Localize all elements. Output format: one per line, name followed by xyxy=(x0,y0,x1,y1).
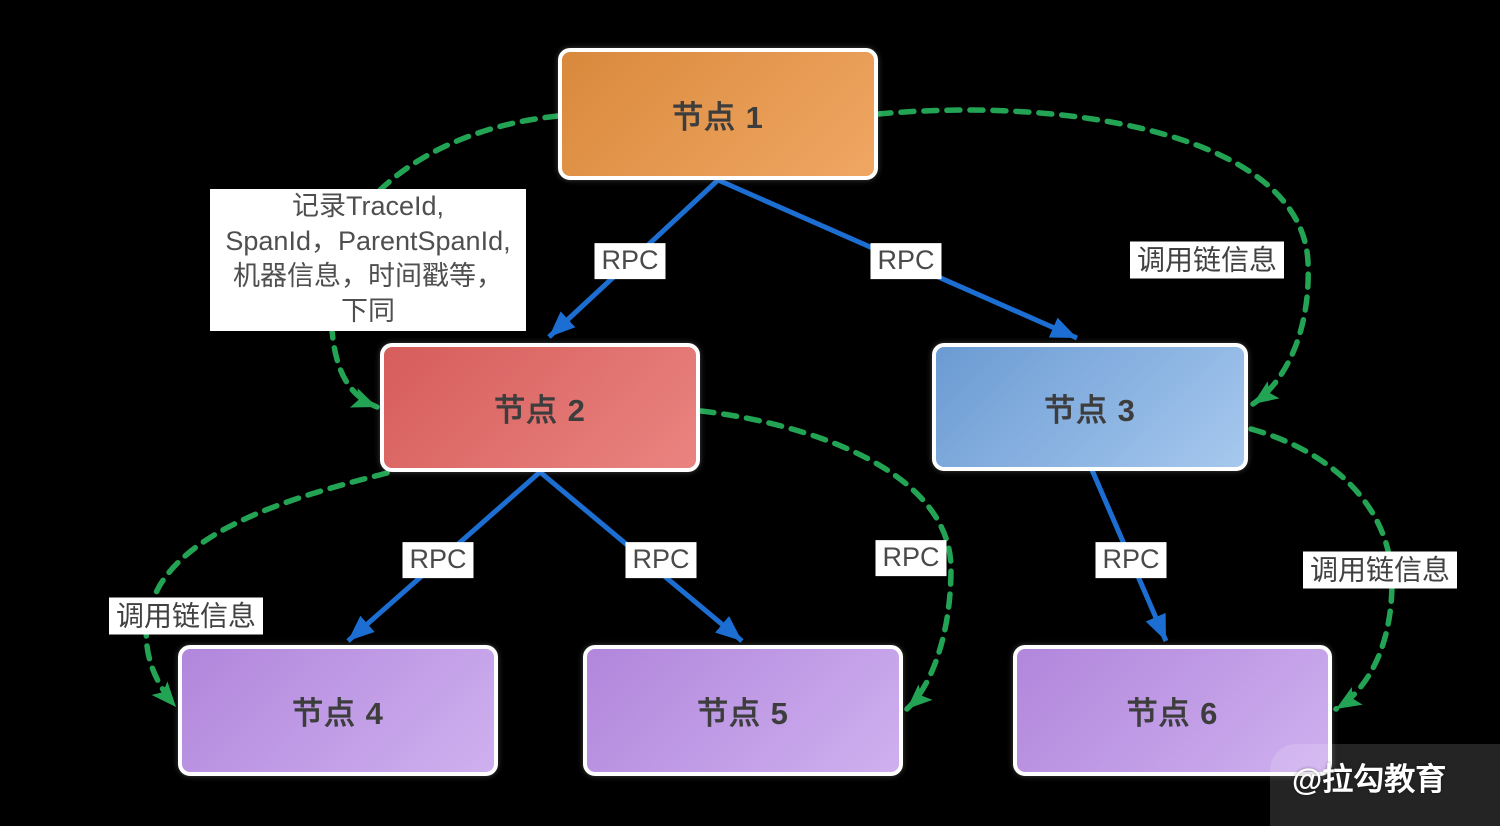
rpc-label-chain-node2-node5: RPC xyxy=(875,540,947,576)
rpc-label-node2-node4: RPC xyxy=(402,542,474,578)
rpc-label-node3-node6: RPC xyxy=(1095,542,1167,578)
note-line-3: 机器信息，时间戳等， xyxy=(233,261,503,291)
chain-label-bottom-right: 调用链信息 xyxy=(1302,551,1458,589)
rpc-label-node1-node2: RPC xyxy=(594,243,666,279)
trace-fields-note: 记录TraceId, SpanId，ParentSpanId, 机器信息，时间戳… xyxy=(210,189,526,331)
note-line-1: 记录TraceId, xyxy=(291,191,445,221)
node-6: 节点 6 xyxy=(1013,645,1332,776)
node-1: 节点 1 xyxy=(558,48,878,180)
chain-label-bottom-left: 调用链信息 xyxy=(108,597,264,635)
rpc-label-node2-node5: RPC xyxy=(625,542,697,578)
node-2: 节点 2 xyxy=(380,343,700,472)
node-3: 节点 3 xyxy=(932,343,1248,471)
note-line-4: 下同 xyxy=(341,296,395,326)
node-4: 节点 4 xyxy=(178,645,498,776)
watermark-text: @拉勾教育 xyxy=(1292,762,1447,797)
chain-arrow-node2-node5 xyxy=(698,408,954,712)
watermark-badge: @拉勾教育 xyxy=(1270,744,1500,826)
node-5: 节点 5 xyxy=(583,645,903,776)
chain-arrow-node1-node3 xyxy=(875,107,1311,407)
rpc-label-node1-node3: RPC xyxy=(870,243,942,279)
chain-label-top-right: 调用链信息 xyxy=(1129,241,1285,279)
chain-arrow-node2-node4 xyxy=(143,470,390,710)
note-line-2: SpanId，ParentSpanId, xyxy=(225,226,511,256)
